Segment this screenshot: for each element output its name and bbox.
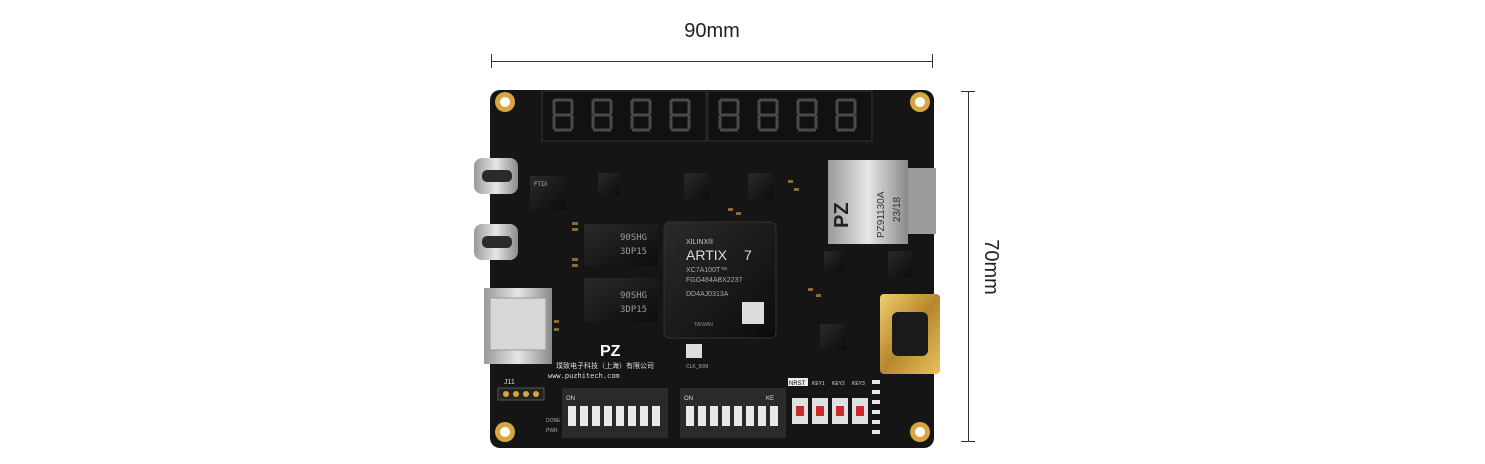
ftdi-label: FTDI <box>534 182 548 188</box>
small-ic <box>748 173 774 199</box>
fpga-series: 7 <box>744 247 752 263</box>
button-label-key1: KEY1 <box>812 381 825 387</box>
width-dimension-line <box>491 54 933 68</box>
user-leds <box>872 380 880 434</box>
ram-bottom-line-2: 3DP15 <box>620 305 647 315</box>
oscillator <box>686 344 702 358</box>
status-label-done: DONE <box>546 418 561 424</box>
rj45-ethernet-jack: PZ PZ91130A 23/18 <box>828 160 936 244</box>
seven-segment-display-left <box>541 90 707 142</box>
ram-bottom-line-1: 90SHG <box>620 291 647 301</box>
dip-switch-left: ON <box>562 388 668 438</box>
fpga-lot: DD4AJ0313A <box>686 291 729 298</box>
dip-on-label-right: ON <box>684 396 693 402</box>
seven-segment-display-right <box>707 90 873 142</box>
dip-ke-label: KE <box>766 396 774 402</box>
small-ic <box>824 251 844 271</box>
button-label-key2: KEY2 <box>832 381 845 387</box>
status-label-pwr: PWR <box>546 428 558 434</box>
rj45-logo: PZ <box>831 202 853 228</box>
rj45-code: 23/18 <box>892 197 903 222</box>
usb-c-port-top <box>474 158 518 194</box>
button-label-nrst: NRST <box>789 381 806 387</box>
width-dimension-label: 90mm <box>684 20 740 42</box>
fpga-brand: XILINX® <box>686 238 714 246</box>
ftdi-chip: FTDI <box>530 176 566 210</box>
website: www.puzhitech.com <box>548 372 620 380</box>
height-dimension-label: 70mm <box>980 239 1002 295</box>
mounting-hole-icon <box>495 92 930 442</box>
clock-label: CLK_50M <box>686 364 708 370</box>
fpga-part: XC7A100T™ <box>686 267 727 274</box>
connector-label: J11 <box>504 379 515 386</box>
push-buttons: NRST KEY1 KEY2 KEY3 <box>788 378 868 424</box>
j11-pin-header <box>497 387 545 401</box>
passive-components <box>554 180 821 331</box>
height-dimension-line <box>961 91 975 442</box>
fpga-package: FGG484ABX2237 <box>686 277 743 284</box>
ram-chip-top: 90SHG 3DP15 <box>584 224 658 266</box>
usb-c-port-bottom <box>474 224 518 260</box>
rj45-part: PZ91130A <box>876 191 887 238</box>
ram-chip-bottom: 90SHG 3DP15 <box>584 278 658 322</box>
fpga-origin: TAIWAN <box>694 322 713 328</box>
hdmi-port <box>880 294 940 374</box>
ram-top-line-1: 90SHG <box>620 233 647 243</box>
ram-top-line-2: 3DP15 <box>620 247 647 257</box>
fpga-family: ARTIX <box>686 247 728 263</box>
small-ic <box>598 173 620 195</box>
dip-switch-right: ON KE <box>680 388 786 438</box>
fpga-chip: XILINX® ARTIX 7 XC7A100T™ FGG484ABX2237 … <box>663 221 777 339</box>
company-name: 璞致电子科技（上海）有限公司 <box>556 361 654 370</box>
small-ic <box>820 324 846 350</box>
fpga-board-photo: FTDI 90SHG 3DP15 90SHG 3DP15 XILINX® ART… <box>468 88 948 450</box>
dip-on-label: ON <box>566 396 575 402</box>
sd-card-slot <box>484 288 552 364</box>
button-label-key3: KEY3 <box>852 381 865 387</box>
small-ic <box>684 173 710 199</box>
brand-logo: PZ <box>600 343 621 360</box>
small-ic <box>888 251 912 277</box>
